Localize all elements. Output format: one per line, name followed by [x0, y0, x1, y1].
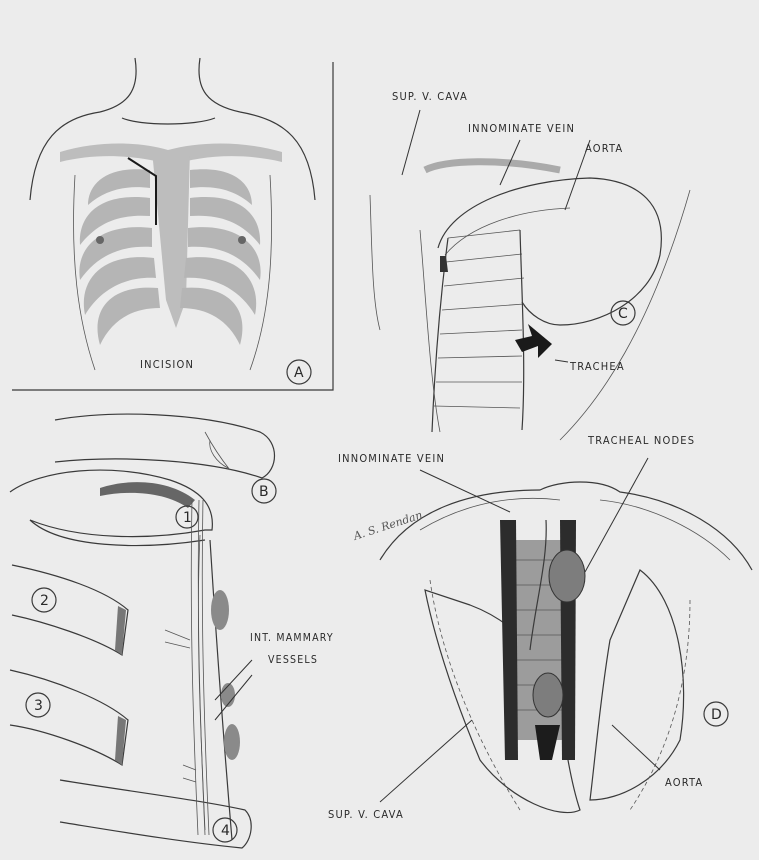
- d-innominate-vein-label: INNOMINATE VEIN: [338, 452, 445, 465]
- rib-1-marker: 1: [183, 510, 192, 526]
- c-aorta-label: AORTA: [585, 142, 623, 155]
- c-innominate-vein-label: INNOMINATE VEIN: [468, 122, 575, 135]
- rib-2-marker: 2: [40, 593, 49, 609]
- panel-b-marker: B: [259, 484, 269, 500]
- rib-3-marker: 3: [34, 698, 43, 714]
- incision-label: INCISION: [140, 358, 194, 371]
- b-vessels-label: VESSELS: [268, 654, 318, 666]
- rib-4-marker: 4: [221, 823, 230, 839]
- b-int-mammary-label: INT. MAMMARY: [250, 632, 334, 644]
- c-sup-v-cava-label: SUP. V. CAVA: [392, 90, 468, 103]
- panel-c-marker: C: [618, 306, 628, 322]
- d-tracheal-nodes-label: TRACHEAL NODES: [587, 434, 695, 447]
- d-aorta-label: AORTA: [665, 776, 703, 789]
- panel-d-marker: D: [711, 707, 722, 723]
- d-sup-v-cava-label: SUP. V. CAVA: [328, 808, 404, 821]
- panel-a-marker: A: [294, 365, 304, 381]
- c-trachea-label: TRACHEA: [569, 360, 625, 373]
